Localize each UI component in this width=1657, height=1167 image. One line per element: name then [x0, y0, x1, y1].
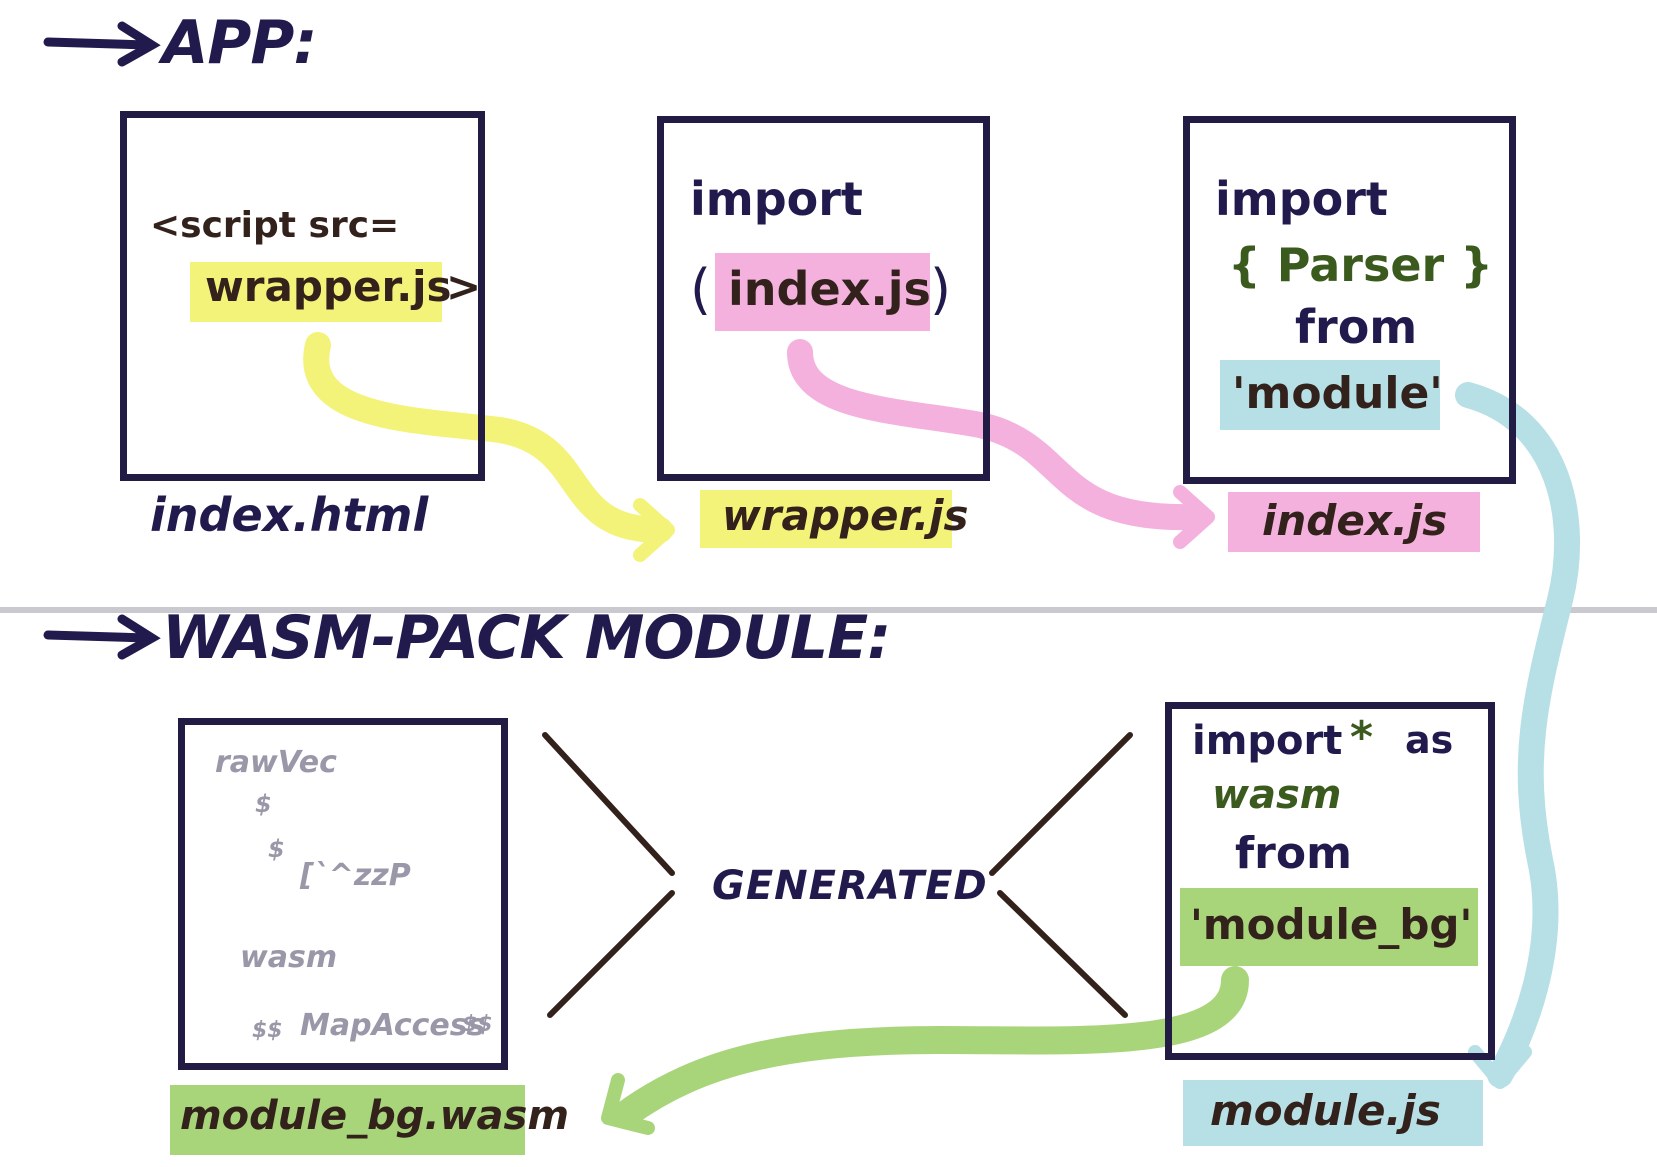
module-bg-wasm-label-highlight: [170, 1085, 525, 1155]
index-js-label: index.js: [1262, 496, 1448, 545]
wasm-binary-text-dollars-a: $$: [252, 1018, 283, 1043]
index-html-code-highlight: wrapper.js: [205, 262, 452, 311]
wasm-binary-text-zzp: [`^zzP: [300, 858, 411, 893]
module-js-label: module.js: [1210, 1086, 1441, 1135]
wasm-binary-text-wasm: wasm: [240, 940, 338, 975]
module-bg-wasm-file-box: [178, 718, 508, 1070]
index-js-file-box: [1183, 116, 1516, 484]
index-js-code-line1: import: [1215, 172, 1388, 226]
index-html-file-box: [120, 111, 485, 481]
module-highlight: [1220, 360, 1440, 430]
wrapper-js-label-highlight: [700, 490, 952, 548]
blue-arrowhead-icon: [1468, 1045, 1532, 1089]
wasm-binary-text-dollars-b: $$: [462, 1012, 493, 1037]
pink-connector-arrow: [787, 339, 1203, 531]
module-js-code-wasm: wasm: [1212, 772, 1342, 818]
generated-left-chevron: [542, 732, 675, 1018]
module-bg-wasm-label: module_bg.wasm: [180, 1093, 570, 1139]
module-js-code-as: as: [1405, 718, 1454, 762]
wasm-binary-text-dollar2: $: [268, 835, 285, 863]
wrapper-js-open-paren: (: [690, 258, 712, 321]
module-js-label-highlight: [1183, 1080, 1483, 1146]
wrapper-js-code-highlight: index.js: [728, 262, 931, 316]
index-js-label-highlight: [1228, 492, 1480, 552]
module-js-file-box: [1165, 702, 1495, 1060]
index-js-highlight: [715, 253, 930, 331]
yellow-connector-arrow: [303, 332, 673, 543]
wasm-heading-arrow-icon: [43, 614, 161, 660]
module-js-code-highlight: 'module_bg': [1190, 900, 1473, 949]
wrapper-js-label: wrapper.js: [722, 491, 969, 540]
app-section-heading: APP:: [162, 8, 317, 78]
green-arrowhead-icon: [601, 1073, 655, 1135]
module-bg-highlight: [1180, 888, 1478, 966]
module-js-code-import: import: [1192, 718, 1343, 764]
wrapper-js-file-box: [657, 116, 990, 481]
index-js-code-highlight: 'module': [1232, 368, 1443, 419]
pink-arrowhead-icon: [1173, 485, 1215, 549]
generated-right-chevron: [989, 732, 1133, 1018]
app-heading-arrow-icon: [43, 21, 161, 67]
generated-label: GENERATED: [712, 863, 988, 909]
module-js-code-star: *: [1350, 712, 1374, 763]
index-js-code-line3: from: [1295, 300, 1418, 354]
blue-connector-arrow: [1455, 382, 1581, 1088]
wasm-binary-text-rawvec: rawVec: [215, 745, 337, 780]
wrapper-js-code-line1: import: [690, 172, 863, 226]
index-html-label: index.html: [150, 488, 429, 542]
index-html-code-line1: <script src=: [150, 205, 400, 246]
wasm-binary-text-dollar1: $: [255, 790, 272, 818]
yellow-arrowhead-icon: [633, 498, 675, 562]
green-connector-arrow: [611, 966, 1249, 1129]
wasm-section-heading: WASM-PACK MODULE:: [162, 603, 891, 673]
wrapper-js-highlight: [190, 262, 442, 322]
index-html-code-close: >: [446, 262, 482, 311]
wrapper-js-close-paren: ): [930, 258, 952, 321]
module-js-code-from: from: [1235, 828, 1352, 879]
index-js-code-line2: { Parser }: [1228, 238, 1493, 292]
wasm-binary-text-mapaccess: MapAccess: [300, 1008, 486, 1043]
